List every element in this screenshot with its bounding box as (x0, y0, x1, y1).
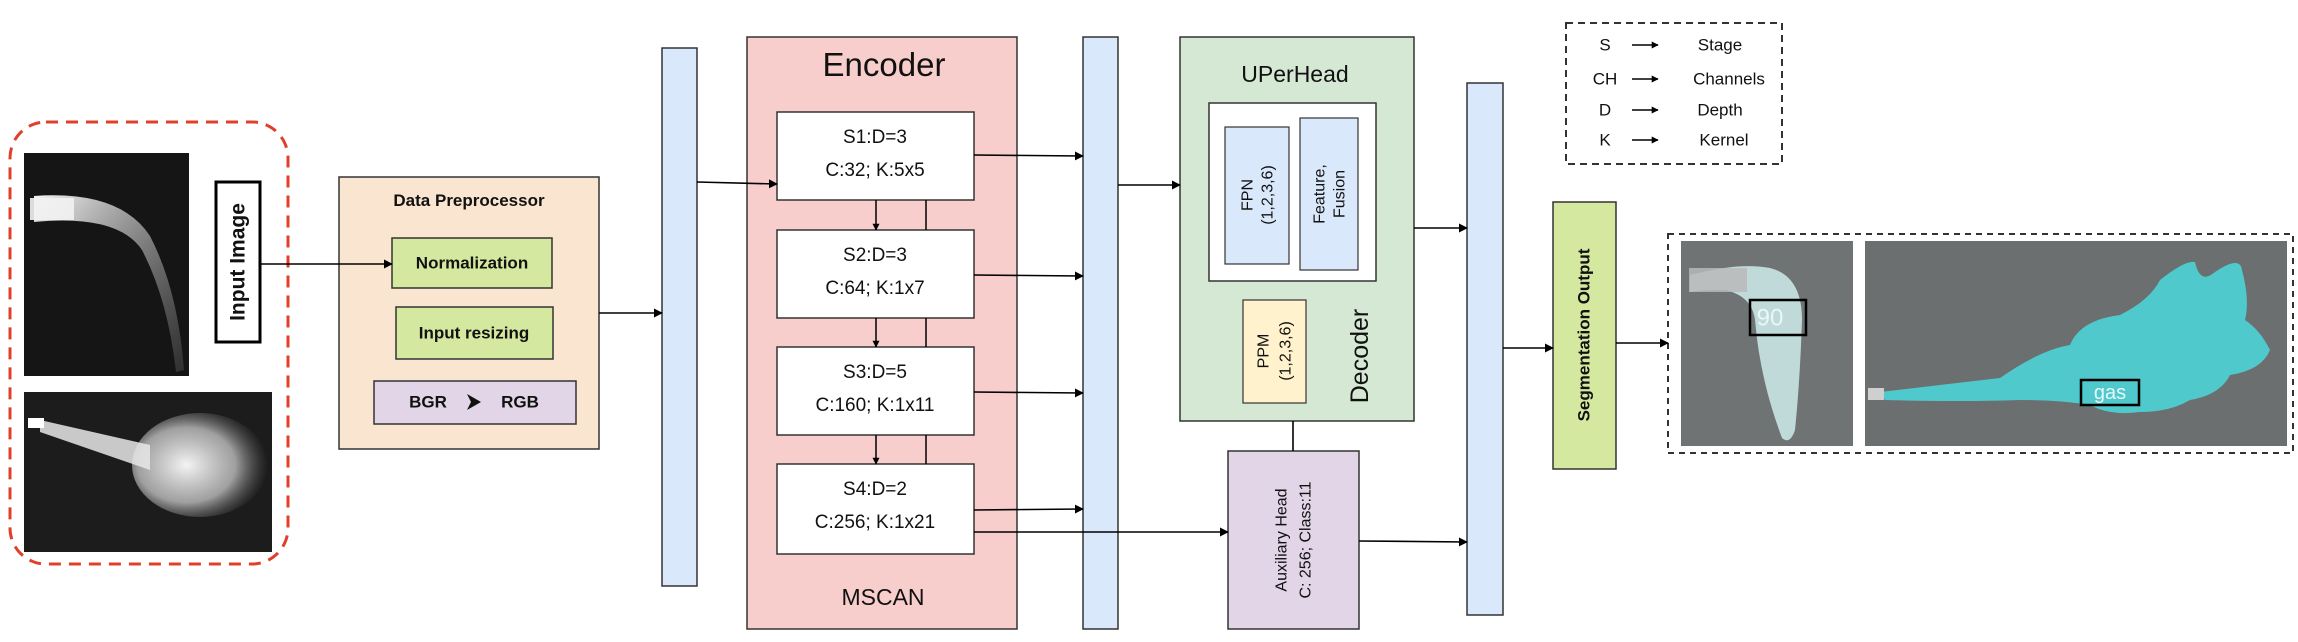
auxiliary-head-params: C: 256; Class:11 (1298, 481, 1315, 598)
stage-1-box (776, 111, 975, 201)
input-resizing-label: Input resizing (419, 324, 530, 343)
fpn-block (1224, 126, 1290, 265)
input-image-label-box (214, 180, 262, 344)
fpn-scales: (1,2,3,6) (1260, 165, 1277, 225)
input-image-spray-bottom (24, 392, 272, 552)
fpn-label: FPN (1240, 179, 1257, 211)
legend-value-channels: Channels (1693, 70, 1765, 89)
segmentation-output-block (1552, 201, 1617, 470)
stage-3-params: C:160; K:1x11 (815, 395, 934, 416)
segmentation-output-label: Segmentation Output (1575, 248, 1594, 421)
legend-key-channels: CH (1593, 70, 1618, 89)
uperhead-title: UPerHead (1241, 61, 1348, 87)
legend-value-depth: Depth (1697, 101, 1742, 120)
bgr-label: BGR (409, 393, 447, 412)
normalization-label: Normalization (416, 254, 528, 273)
stage-1-params: C:32; K:5x5 (825, 160, 924, 181)
stage-3-box (776, 346, 975, 436)
connector-bar-3 (1466, 82, 1504, 616)
legend-box (1565, 22, 1783, 165)
legend-row-channels: CH Channels (1593, 70, 1765, 89)
stage-4-depth: S4:D=2 (843, 479, 907, 500)
stage-3-depth: S3:D=5 (843, 362, 907, 383)
stage-4-params: C:256; K:1x21 (815, 512, 935, 533)
stage-connectors (872, 200, 927, 465)
preprocessor-title: Data Preprocessor (393, 191, 545, 210)
legend-row-stage: S Stage (1599, 36, 1742, 55)
result-image-left: 90 (1681, 241, 1853, 446)
stage-1-depth: S1:D=3 (843, 127, 907, 148)
result-image-right: gas (1865, 241, 2287, 446)
ppm-label: PPM (1256, 334, 1273, 369)
stage-2-box (776, 229, 975, 319)
input-image-group (8, 120, 290, 566)
ppm-scales: (1,2,3,6) (1278, 321, 1295, 381)
feature-fusion-label-2: Fusion (1332, 170, 1349, 218)
feature-fusion-label: Feature, (1312, 164, 1329, 224)
input-image-spray-top (24, 153, 189, 376)
encoder-footer: MSCAN (841, 584, 924, 610)
stage-2-params: C:64; K:1x7 (825, 278, 924, 299)
result-label-right: gas (2094, 382, 2126, 404)
input-image-label: Input Image (227, 203, 250, 321)
stage-4-box (776, 463, 975, 555)
rgb-label: RGB (501, 393, 539, 412)
encoder-title: Encoder (823, 46, 946, 83)
legend-value-kernel: Kernel (1699, 131, 1748, 150)
normalization-step (391, 237, 553, 289)
bgr-rgb-arrow-icon (467, 394, 481, 410)
legend-key-depth: D (1599, 101, 1611, 120)
auxiliary-head (1227, 450, 1360, 630)
legend-row-kernel: K Kernel (1599, 131, 1748, 150)
result-label-box-left (1748, 298, 1808, 337)
legend-value-stage: Stage (1698, 36, 1742, 55)
flow-connectors (260, 151, 1669, 547)
decoder-label: Decoder (1346, 309, 1374, 404)
stage-2-depth: S2:D=3 (843, 245, 907, 266)
legend-key-stage: S (1599, 36, 1610, 55)
legend-key-kernel: K (1599, 131, 1611, 150)
auxiliary-head-label: Auxiliary Head (1274, 488, 1291, 591)
connector-bar-1 (661, 47, 698, 587)
input-resizing-step (395, 306, 554, 360)
result-label-box-right (2079, 378, 2141, 407)
result-label-left: 90 (1757, 305, 1784, 332)
feature-fusion-block (1299, 117, 1359, 271)
ppm-block (1242, 299, 1307, 404)
connector-bar-2 (1082, 36, 1119, 630)
legend-row-depth: D Depth (1599, 101, 1743, 120)
